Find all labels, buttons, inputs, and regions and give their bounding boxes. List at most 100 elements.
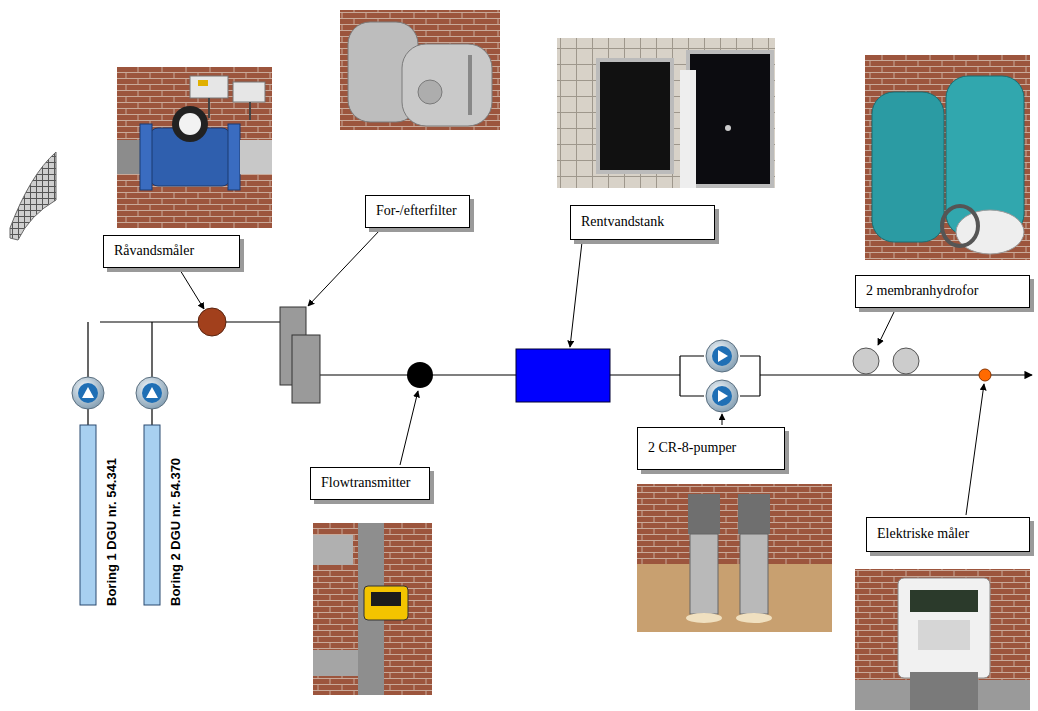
tank-photo	[557, 38, 775, 188]
borehole-label: Boring 1 DGU nr. 54.341	[104, 458, 120, 606]
pump-symbol	[706, 380, 738, 412]
callout-text: Rentvandstank	[581, 214, 704, 231]
meter-photo	[209, 98, 250, 120]
callout-text: For-/efterfilter	[376, 203, 459, 220]
leader-arrow	[966, 384, 984, 515]
filter-photo	[418, 80, 442, 104]
leader-arrow	[722, 414, 723, 425]
filter-photo	[340, 10, 500, 130]
pump-photo	[686, 613, 722, 623]
electric-meter-symbol	[979, 369, 991, 381]
callout-text: Flowtransmitter	[321, 475, 419, 492]
electric-meter-photo	[918, 620, 970, 650]
leader-arrow	[570, 242, 582, 347]
borehole-bar	[144, 425, 160, 605]
callout-box: 2 CR-8-pumper	[637, 427, 785, 470]
leader-arrow	[400, 391, 418, 465]
tank-photo	[680, 70, 696, 188]
callout-box: Rentvandstank	[570, 205, 715, 240]
callout-text: 2 membranhydrofor	[866, 283, 1019, 300]
pump-photo	[688, 494, 720, 534]
filter-photo	[402, 44, 492, 126]
flowtransmitter-photo	[313, 650, 358, 676]
meter-photo	[117, 67, 272, 228]
pump-symbol	[712, 386, 732, 406]
electric-meter-photo	[855, 569, 1030, 710]
raw-water-meter-symbol	[198, 308, 226, 336]
meter-photo	[240, 140, 272, 174]
meter-photo	[140, 124, 152, 190]
flowtransmitter-photo	[313, 523, 432, 695]
flow-transmitter-symbol	[407, 362, 433, 388]
leader-arrow	[180, 270, 204, 309]
mesh-symbol	[10, 152, 56, 240]
meter-photo	[190, 76, 228, 98]
hydrofor-symbol	[893, 348, 919, 374]
callout-box: Elektriske måler	[866, 517, 1030, 552]
well-pump-symbol	[72, 377, 104, 409]
pump-symbol	[718, 390, 728, 402]
meter-photo	[198, 80, 208, 86]
pipe-line	[151, 409, 152, 425]
callout-text: 2 CR-8-pumper	[648, 440, 774, 457]
pump-photo	[690, 534, 718, 614]
meter-photo	[172, 106, 208, 142]
leader-arrow	[180, 230, 984, 515]
callout-text: Råvandsmåler	[114, 243, 229, 260]
flowtransmitter-photo	[364, 586, 408, 620]
tank-symbol	[516, 349, 610, 402]
hydrofor-photo	[956, 210, 1024, 254]
hydrofor-symbol	[853, 348, 879, 374]
pump-symbol	[712, 346, 732, 366]
pump-photo	[637, 564, 832, 632]
flowtransmitter-photo	[371, 592, 401, 606]
pipe-line	[87, 322, 88, 377]
pipe-line	[100, 321, 284, 322]
pump-photo	[738, 494, 770, 534]
callout-box: Råvandsmåler	[103, 235, 240, 268]
flowtransmitter-photo	[313, 523, 432, 695]
filter-photo	[340, 10, 500, 130]
well-pump-symbol	[142, 383, 162, 403]
leader-arrow	[878, 310, 895, 345]
callout-box: Flowtransmitter	[310, 467, 430, 500]
meter-photo	[179, 113, 201, 135]
meter-photo	[228, 124, 240, 190]
borehole-bar	[80, 425, 96, 605]
tank-photo	[725, 125, 731, 131]
pipe-line	[151, 322, 152, 377]
well-pump-symbol	[136, 377, 168, 409]
hydrofor-photo	[872, 92, 944, 242]
pipe-line	[88, 322, 1032, 425]
flowtransmitter-photo	[313, 535, 353, 565]
hydrofor-photo	[865, 55, 1030, 260]
callout-box: 2 membranhydrofor	[855, 275, 1030, 308]
electric-meter-photo	[855, 569, 1030, 710]
pump-photo	[740, 534, 768, 614]
pump-symbol	[706, 340, 738, 372]
tank-photo	[598, 60, 672, 172]
electric-meter-photo	[910, 672, 978, 710]
pump-symbol	[706, 380, 738, 412]
borehole-label: Boring 2 DGU nr. 54.370	[168, 458, 184, 606]
pipe-line	[610, 374, 680, 375]
electric-meter-photo	[898, 578, 990, 678]
well-pump-symbol	[82, 387, 94, 398]
well-pump-symbol	[146, 387, 158, 398]
pump-photo	[736, 613, 772, 623]
callout-text: Elektriske måler	[877, 526, 1019, 543]
hydrofor-photo	[942, 206, 978, 246]
pipe-line	[87, 409, 88, 425]
well-pump-symbol	[78, 383, 98, 403]
filter-photo	[468, 55, 472, 115]
pump-symbol	[718, 350, 728, 362]
pump-symbol	[706, 340, 738, 372]
meter-photo	[233, 82, 265, 102]
hydrofor-photo	[865, 55, 1030, 260]
filter-symbol	[292, 335, 320, 403]
leader-arrow	[308, 230, 380, 306]
meter-photo	[117, 67, 272, 228]
well-pump-symbol	[136, 377, 168, 409]
electric-meter-photo	[910, 590, 978, 612]
